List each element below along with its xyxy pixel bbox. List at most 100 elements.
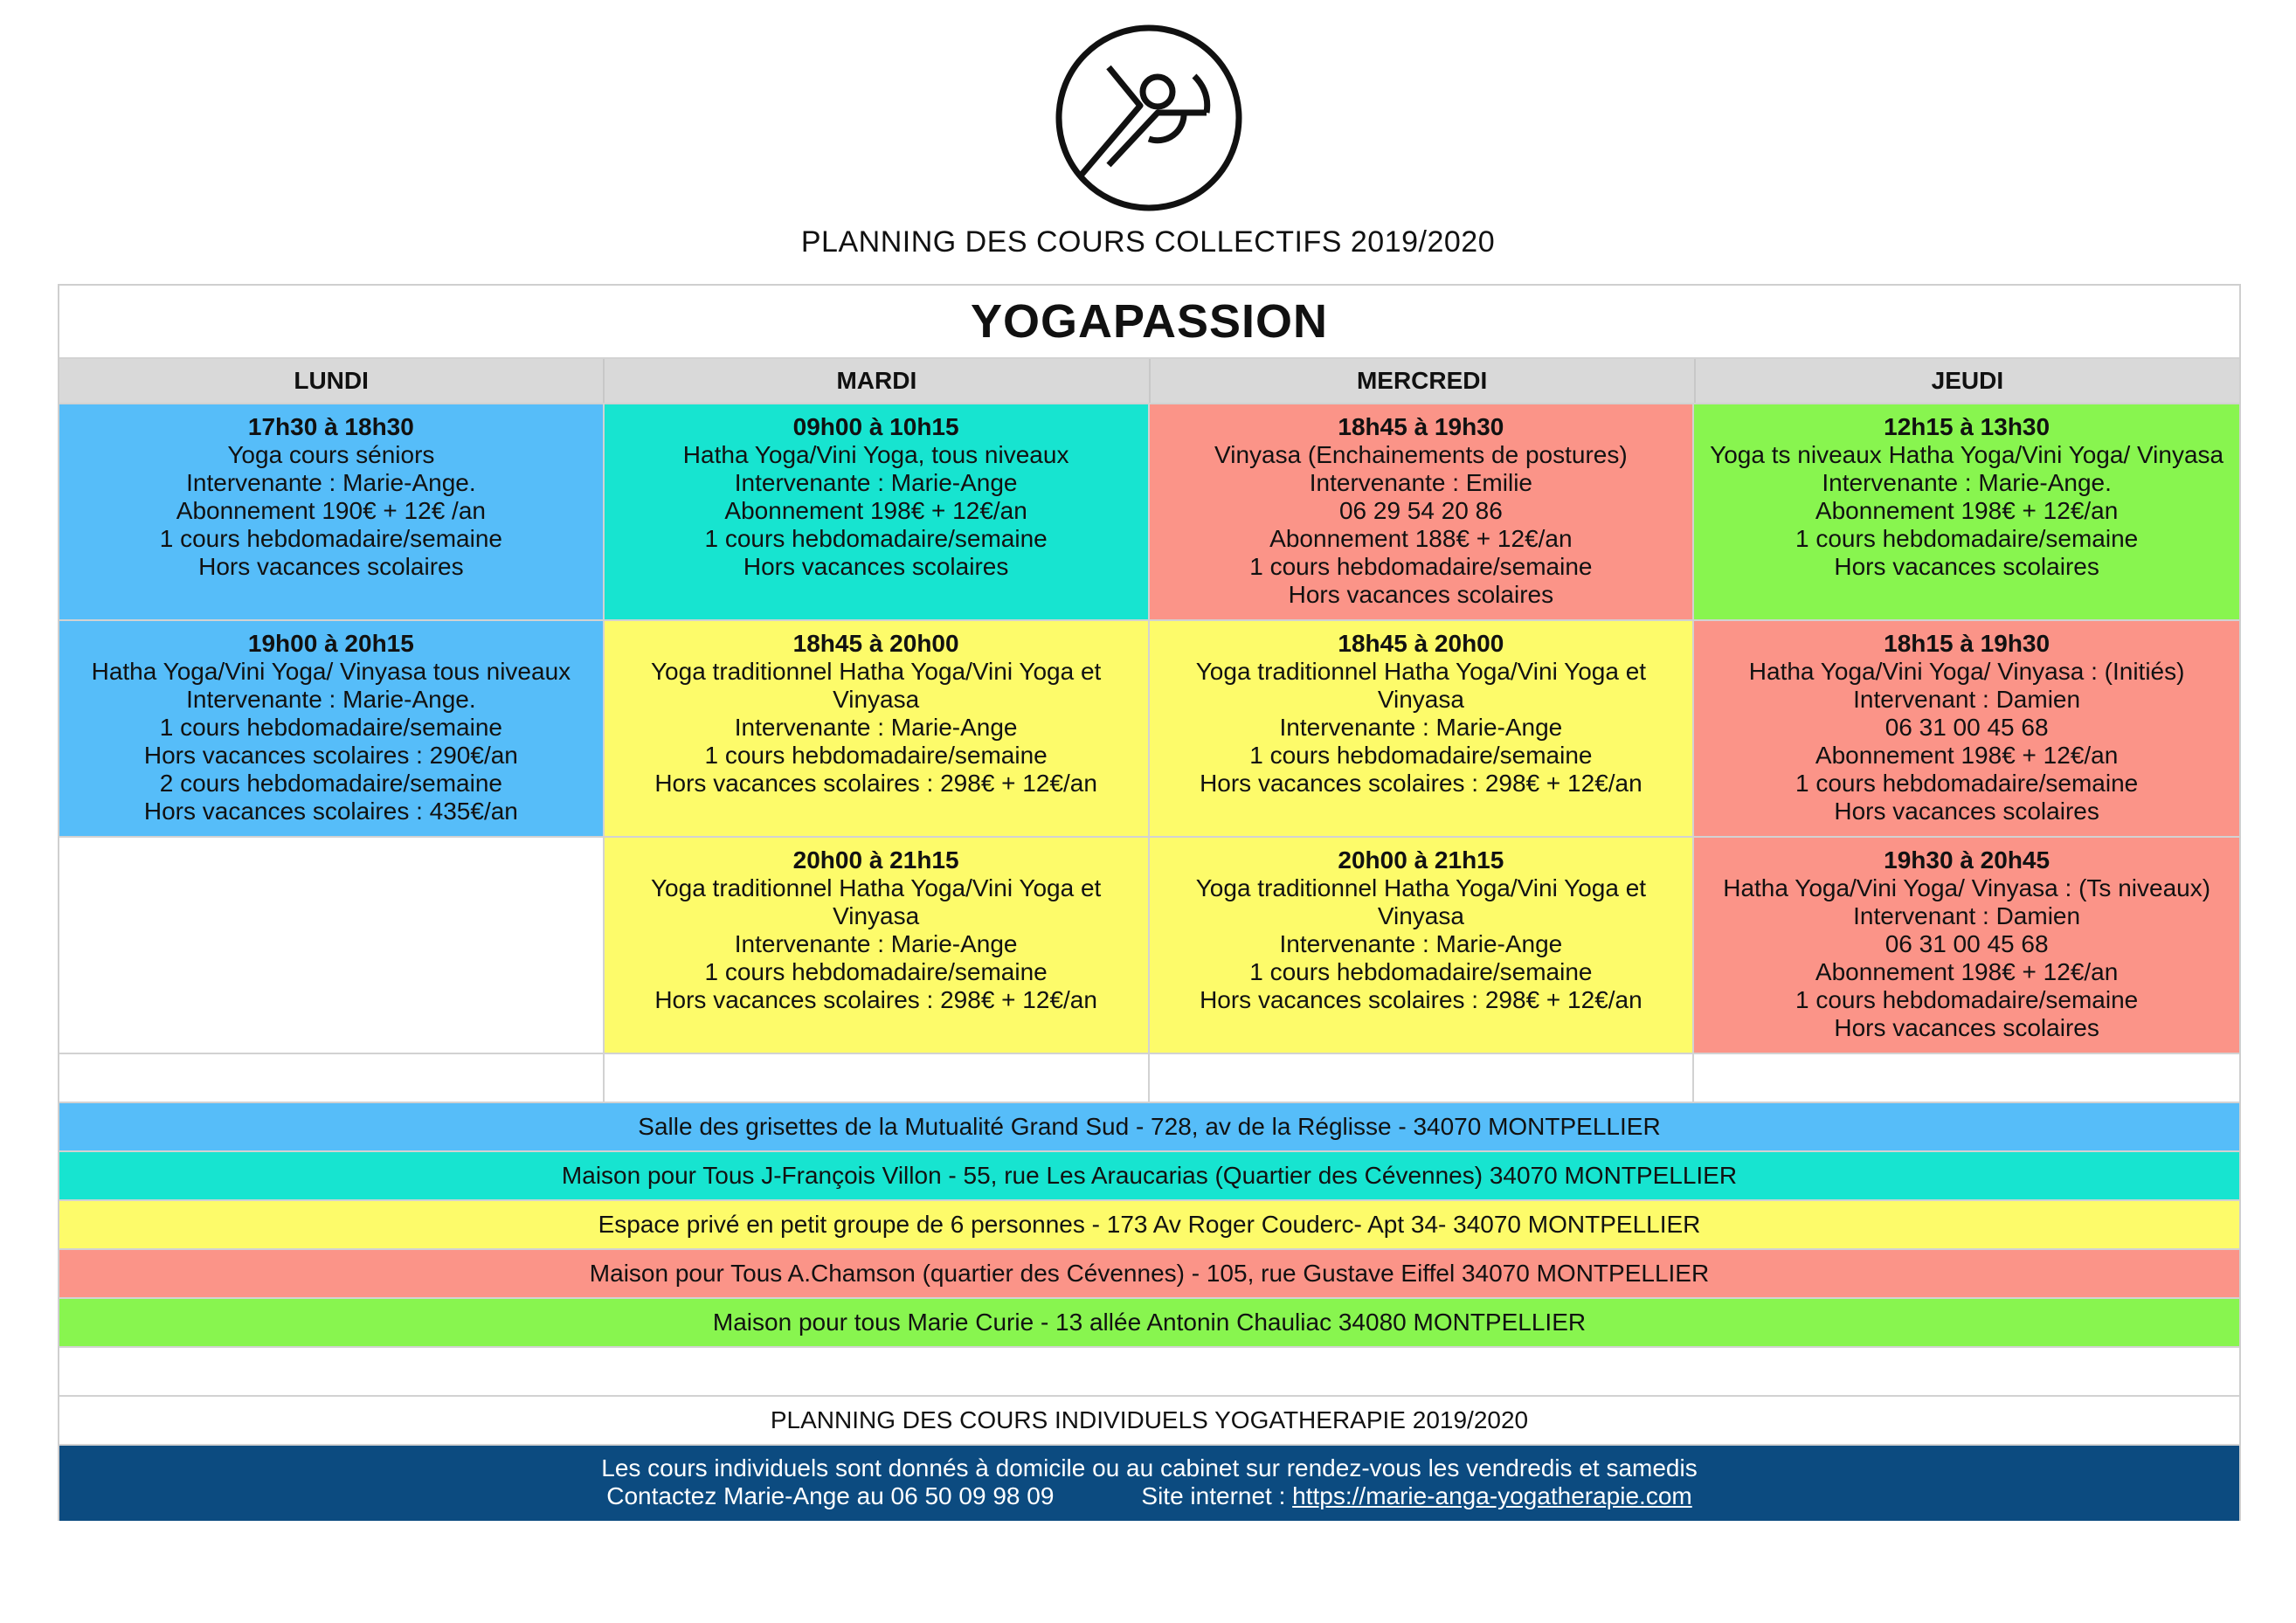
class-detail-line: Hors vacances scolaires : 298€ + 12€/an: [654, 770, 1097, 797]
class-detail-line: Intervenant : Damien: [1853, 902, 2081, 929]
class-time: 12h15 à 13h30: [1884, 413, 2050, 440]
class-detail-line: Hatha Yoga/Vini Yoga/ Vinyasa : (Ts nive…: [1723, 874, 2211, 901]
class-detail-line: Abonnement 198€ + 12€/an: [1815, 958, 2119, 985]
class-detail-line: 1 cours hebdomadaire/semaine: [1795, 986, 2139, 1013]
location-salmon: Maison pour Tous A.Chamson (quartier des…: [59, 1250, 2239, 1299]
class-detail-line: 06 31 00 45 68: [1885, 714, 2049, 741]
class-detail-line: 1 cours hebdomadaire/semaine: [704, 525, 1048, 552]
class-time: 17h30 à 18h30: [247, 413, 414, 440]
class-detail-line: 06 29 54 20 86: [1338, 497, 1503, 524]
website-link[interactable]: https://marie-anga-yogatherapie.com: [1292, 1482, 1692, 1509]
class-detail-line: Hors vacances scolaires: [1834, 798, 2099, 825]
class-detail-line: 1 cours hebdomadaire/semaine: [159, 525, 502, 552]
class-detail-line: Hors vacances scolaires : 435€/an: [143, 798, 518, 825]
class-detail-line: Hors vacances scolaires: [1834, 1014, 2099, 1041]
schedule-title: YOGAPASSION: [59, 286, 2239, 359]
contact-text: Contactez Marie-Ange au 06 50 09 98 09: [606, 1482, 1055, 1509]
class-detail-line: Yoga traditionnel Hatha Yoga/Vini Yoga e…: [650, 874, 1102, 901]
class-detail-line: Hatha Yoga/Vini Yoga, tous niveaux: [682, 441, 1069, 468]
yogapassion-logo: [1055, 24, 1242, 211]
spacer-row: [59, 1054, 2239, 1103]
class-detail-line: Yoga traditionnel Hatha Yoga/Vini Yoga e…: [1195, 658, 1647, 685]
individual-info-line: Les cours individuels sont donnés à domi…: [601, 1454, 1698, 1481]
class-time: 19h00 à 20h15: [247, 630, 414, 657]
class-time: 18h45 à 19h30: [1338, 413, 1504, 440]
location-blue: Salle des grisettes de la Mutualité Gran…: [59, 1103, 2239, 1152]
location-teal: Maison pour Tous J-François Villon - 55,…: [59, 1152, 2239, 1201]
class-detail-line: 1 cours hebdomadaire/semaine: [1249, 742, 1593, 769]
class-detail-line: Hors vacances scolaires: [743, 553, 1009, 580]
class-detail-line: Hors vacances scolaires: [1834, 553, 2099, 580]
class-detail-line: Yoga traditionnel Hatha Yoga/Vini Yoga e…: [1195, 874, 1647, 901]
class-detail-line: 06 31 00 45 68: [1885, 930, 2049, 957]
class-detail-line: Intervenante : Marie-Ange.: [1822, 469, 2112, 496]
class-detail-line: Intervenante : Marie-Ange: [1279, 930, 1563, 957]
individual-contact-line: Contactez Marie-Ange au 06 50 09 98 09 Si…: [59, 1482, 2239, 1510]
class-detail-line: 1 cours hebdomadaire/semaine: [1795, 770, 2139, 797]
class-detail-line: Intervenante : Emilie: [1309, 469, 1532, 496]
class-detail-line: Intervenant : Damien: [1853, 686, 2081, 713]
day-header-row: LUNDI MARDI MERCREDI JEUDI: [59, 359, 2239, 404]
class-detail-line: Intervenante : Marie-Ange.: [186, 686, 476, 713]
class-detail-line: 1 cours hebdomadaire/semaine: [704, 958, 1048, 985]
class-detail-line: Vinyasa: [833, 902, 920, 929]
blank-row: [59, 1348, 2239, 1397]
class-detail-line: Intervenante : Marie-Ange: [734, 469, 1018, 496]
class-detail-line: Intervenante : Marie-Ange: [1279, 714, 1563, 741]
class-time: 18h45 à 20h00: [1338, 630, 1504, 657]
class-detail-line: Yoga ts niveaux Hatha Yoga/Vini Yoga/ Vi…: [1710, 441, 2224, 468]
schedule-sheet: YOGAPASSION LUNDI MARDI MERCREDI JEUDI 1…: [58, 284, 2241, 1521]
class-time: 18h15 à 19h30: [1884, 630, 2050, 657]
class-detail-line: Vinyasa (Enchainements de postures): [1214, 441, 1628, 468]
class-time: 19h30 à 20h45: [1884, 846, 2050, 874]
class-cell: [59, 838, 605, 1053]
class-time: 20h00 à 21h15: [1338, 846, 1504, 874]
class-detail-line: Intervenante : Marie-Ange.: [186, 469, 476, 496]
class-detail-line: Yoga traditionnel Hatha Yoga/Vini Yoga e…: [650, 658, 1102, 685]
class-detail-line: Vinyasa: [1377, 902, 1464, 929]
class-time: 20h00 à 21h15: [792, 846, 959, 874]
class-detail-line: Abonnement 198€ + 12€/an: [724, 497, 1027, 524]
class-detail-line: Hors vacances scolaires : 298€ + 12€/an: [1200, 986, 1642, 1013]
class-detail-line: Abonnement 188€ + 12€/an: [1269, 525, 1573, 552]
class-detail-line: Abonnement 198€ + 12€/an: [1815, 742, 2119, 769]
individual-info-box: Les cours individuels sont donnés à domi…: [59, 1446, 2239, 1521]
individual-planning-title: PLANNING DES COURS INDIVIDUELS YOGATHERA…: [59, 1397, 2239, 1446]
day-header-mardi: MARDI: [605, 359, 1151, 403]
day-header-jeudi: JEUDI: [1931, 367, 2004, 394]
class-detail-line: Hatha Yoga/Vini Yoga/ Vinyasa tous nivea…: [91, 658, 571, 685]
empty-cell: [604, 1054, 1150, 1102]
empty-cell: [1149, 1054, 1695, 1102]
site-label: Site internet :: [1141, 1482, 1286, 1509]
class-detail-line: Intervenante : Marie-Ange: [734, 930, 1018, 957]
class-time: 09h00 à 10h15: [792, 413, 959, 440]
class-detail-line: Hors vacances scolaires: [1288, 581, 1554, 608]
class-detail-line: Vinyasa: [1377, 686, 1464, 713]
class-detail-line: Abonnement 198€ + 12€/an: [1815, 497, 2119, 524]
class-detail-line: 1 cours hebdomadaire/semaine: [704, 742, 1048, 769]
class-detail-line: Intervenante : Marie-Ange: [734, 714, 1018, 741]
class-detail-line: Yoga cours séniors: [227, 441, 435, 468]
class-detail-line: Hors vacances scolaires: [198, 553, 464, 580]
class-detail-line: Hors vacances scolaires : 298€ + 12€/an: [1200, 770, 1642, 797]
planning-subtitle: PLANNING DES COURS COLLECTIFS 2019/2020: [800, 225, 1496, 259]
class-detail-line: Hors vacances scolaires : 298€ + 12€/an: [654, 986, 1097, 1013]
empty-cell: [1694, 1054, 2239, 1102]
empty-cell: [59, 1054, 605, 1102]
location-green: Maison pour tous Marie Curie - 13 allée …: [59, 1299, 2239, 1348]
class-detail-line: Hors vacances scolaires : 290€/an: [143, 742, 518, 769]
class-time: 18h45 à 20h00: [792, 630, 959, 657]
class-detail-line: 2 cours hebdomadaire/semaine: [159, 770, 502, 797]
